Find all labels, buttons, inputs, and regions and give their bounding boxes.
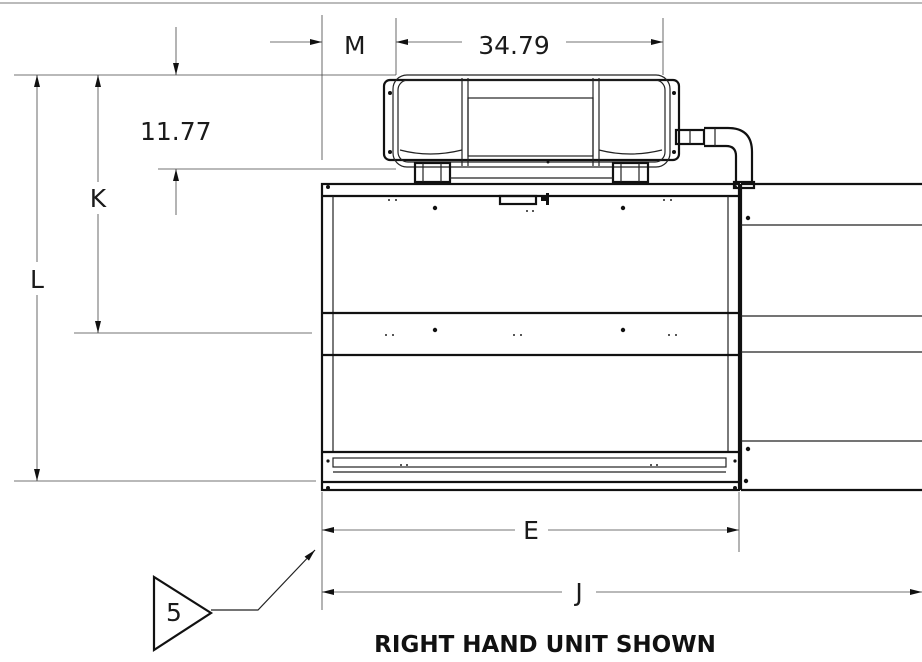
main-unit	[320, 182, 741, 492]
extension-lines	[14, 15, 740, 610]
note-number: 5	[166, 598, 182, 627]
motor-housing	[382, 74, 681, 184]
dim-label-m: M	[344, 31, 366, 60]
dimension-arrows	[34, 27, 922, 595]
note-callout-5	[152, 549, 316, 653]
conduit	[674, 126, 756, 190]
adjacent-section	[739, 182, 922, 492]
dim-label-l: L	[30, 265, 44, 294]
dim-label-e: E	[523, 516, 539, 545]
caption: RIGHT HAND UNIT SHOWN	[374, 632, 716, 658]
dim-label-k: K	[90, 184, 107, 213]
dim-label-height: 11.77	[140, 117, 212, 146]
dim-label-j: J	[573, 578, 582, 607]
dim-label-width: 34.79	[478, 31, 550, 60]
